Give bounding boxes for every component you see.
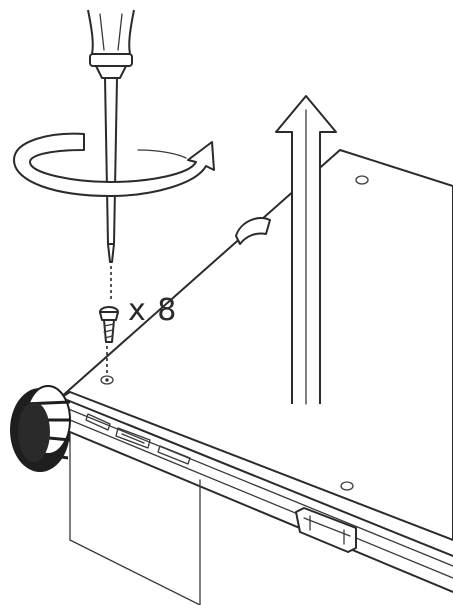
corner-foot [10,385,71,472]
up-arrow-icon [275,95,337,405]
rotate-arrow-icon [13,132,215,197]
device-chassis [59,149,453,605]
screw-hole [100,375,114,385]
screw-icon [99,306,119,343]
screw-quantity-label: x 8 [128,293,178,328]
screwdriver-icon [87,9,135,263]
guide-line [106,266,112,376]
